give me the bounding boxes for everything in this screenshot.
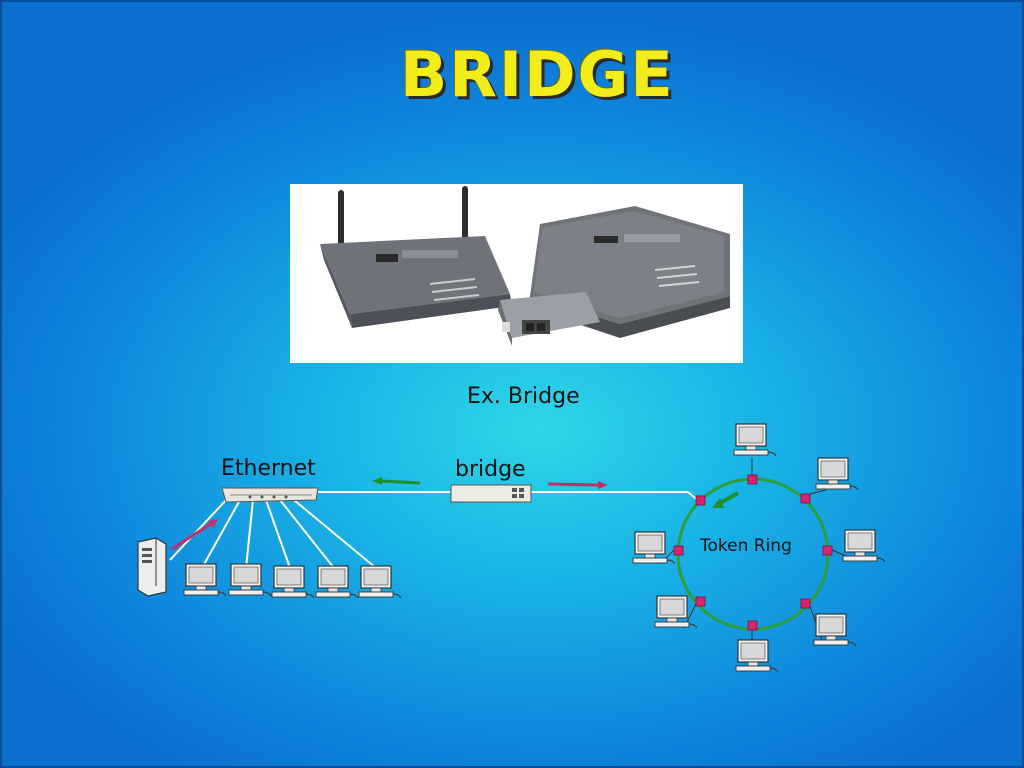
server-icon <box>137 537 167 597</box>
bridge-label: bridge <box>455 457 526 482</box>
bridge-devices-photo <box>290 184 743 363</box>
ethernet-pc-2 <box>228 563 272 597</box>
arrow-server-magenta <box>171 519 218 551</box>
ethernet-pc-3 <box>271 565 315 599</box>
ring-nodes <box>673 474 833 631</box>
wireless-access-point <box>320 186 512 328</box>
ring-pc-left <box>632 531 676 565</box>
ring-direction-arrow <box>712 491 739 508</box>
ring-pc-top <box>733 423 777 457</box>
ring-pc-bottom-right <box>813 613 857 647</box>
ring-pc-top-right <box>815 457 859 491</box>
slide-title: BRIDGE <box>400 38 675 111</box>
ethernet-pc-4 <box>315 565 359 599</box>
ethernet-hub <box>221 487 319 503</box>
devices-illustration <box>320 186 730 346</box>
ethernet-pc-5 <box>358 565 402 599</box>
photo-caption: Ex. Bridge <box>467 384 580 409</box>
token-ring-label: Token Ring <box>700 536 792 556</box>
arrow-right-magenta <box>547 481 608 489</box>
ring-pc-bottom <box>735 639 779 673</box>
ethernet-label: Ethernet <box>221 456 316 481</box>
bridge-device-icon <box>450 484 532 503</box>
ring-pc-bottom-left <box>654 595 698 629</box>
ethernet-cables <box>169 491 701 569</box>
ring-pc-right <box>842 529 886 563</box>
ring-spokes <box>663 458 847 647</box>
arrow-left-green <box>372 477 421 485</box>
network-adapter <box>498 292 600 346</box>
ethernet-pc-1 <box>183 563 227 597</box>
